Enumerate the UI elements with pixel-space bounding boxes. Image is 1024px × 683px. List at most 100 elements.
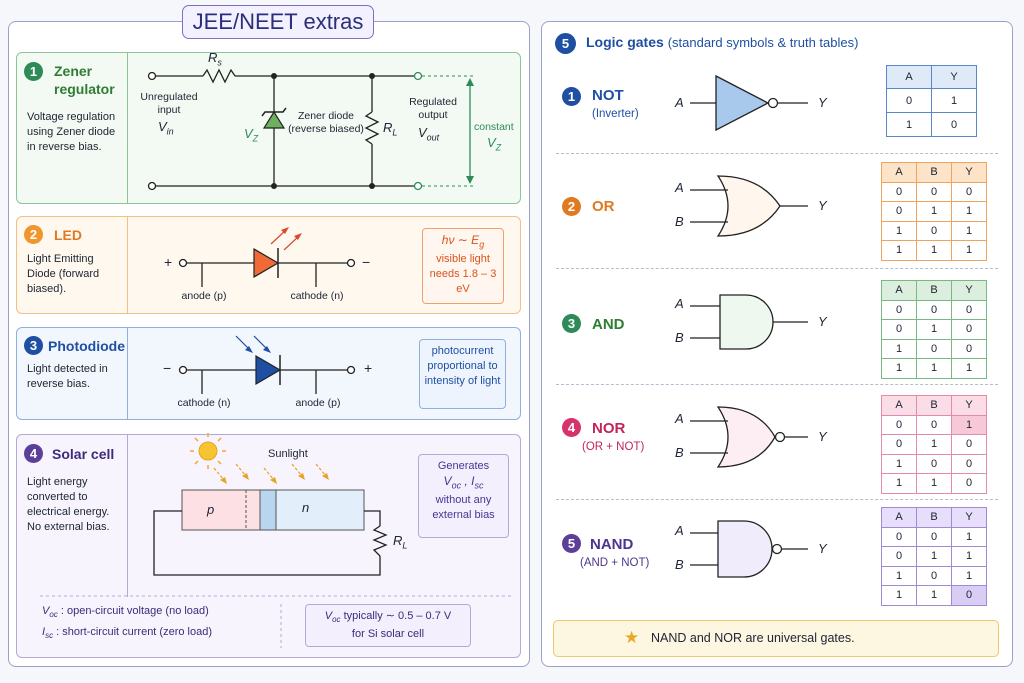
sun-icon	[198, 441, 218, 461]
truth-table-cell: 0	[916, 414, 952, 435]
led-photon-energy-formula: hν ∼ Eg	[441, 233, 485, 250]
separator	[556, 268, 998, 269]
logic-number-badge: 5	[555, 33, 576, 54]
or-input-b: B	[675, 214, 684, 229]
truth-table-header-cell: Y	[951, 507, 987, 528]
page-title: JEE/NEET extras	[182, 5, 374, 39]
sunlight-label: Sunlight	[268, 448, 308, 460]
and-input-b: B	[675, 330, 684, 345]
truth-table-cell: 1	[951, 220, 987, 241]
star-icon: ★	[624, 628, 640, 647]
n-region-label: n	[302, 500, 310, 515]
truth-table-cell: 0	[916, 338, 952, 359]
nor-input-b: B	[675, 445, 684, 460]
truth-table-cell: 0	[951, 181, 987, 202]
or-output-y: Y	[818, 198, 827, 213]
truth-table-cell: 0	[881, 434, 917, 455]
and-gate-symbol	[690, 294, 808, 350]
truth-table-cell: 1	[881, 240, 917, 261]
truth-table-cell: 0	[881, 299, 917, 320]
and-number-badge: 3	[562, 314, 581, 333]
regulated-output-label: Regulated output	[409, 96, 457, 121]
truth-table-cell: 0	[916, 181, 952, 202]
photodiode-note: photocurrent proportional to intensity o…	[419, 339, 506, 409]
constant-vz-label: VZ	[487, 135, 502, 153]
truth-table-header-cell: A	[881, 507, 917, 528]
constant-label: constant	[474, 121, 514, 133]
voc-typical-line2: for Si solar cell	[351, 628, 425, 641]
truth-table-cell: 1	[951, 240, 987, 261]
and-gate-name: AND	[592, 316, 625, 333]
solar-note-voc-isc: Voc , Isc	[443, 474, 484, 491]
nor-output-y: Y	[818, 429, 827, 444]
not-gate-symbol	[690, 74, 808, 132]
solar-note-line3: without any external bias	[432, 494, 495, 522]
led-note-text: visible light needs 1.8 – 3 eV	[429, 253, 497, 296]
truth-table-cell: 1	[931, 88, 977, 113]
nor-input-a: A	[675, 411, 684, 426]
photodiode-plus-terminal: +	[364, 360, 373, 376]
and-output-y: Y	[818, 314, 827, 329]
truth-table-header-cell: A	[881, 280, 917, 301]
truth-table-cell: 1	[916, 319, 952, 340]
truth-table-cell: 0	[881, 319, 917, 340]
truth-table-header-cell: A	[881, 162, 917, 183]
truth-table-header-cell: A	[886, 65, 932, 89]
truth-table-cell: 0	[886, 88, 932, 113]
truth-table-header-cell: B	[916, 162, 952, 183]
nor-number-badge: 4	[562, 418, 581, 437]
solar-heading: Solar cell	[52, 446, 115, 462]
truth-table-cell: 1	[886, 112, 932, 137]
truth-table-cell: 1	[916, 358, 952, 379]
vz-label: VZ	[244, 126, 259, 144]
nor-gate-symbol	[690, 406, 808, 468]
zener-heading: Zener regulator	[54, 63, 115, 97]
truth-table-cell: 0	[916, 565, 952, 586]
led-note: hν ∼ Eg visible light needs 1.8 – 3 eV	[422, 228, 504, 304]
logic-heading: Logic gates (standard symbols & truth ta…	[586, 34, 859, 50]
led-anode-label: anode (p)	[181, 290, 227, 302]
solar-note: Generates Voc , Isc without any external…	[418, 454, 509, 538]
truth-table-cell: 0	[916, 299, 952, 320]
truth-table-cell: 0	[916, 453, 952, 474]
truth-table-cell: 1	[881, 453, 917, 474]
truth-table-header-cell: Y	[931, 65, 977, 89]
truth-table-cell: 1	[951, 526, 987, 547]
truth-table-cell: 1	[951, 546, 987, 567]
photodiode-heading: Photodiode	[48, 338, 125, 354]
truth-table-cell: 0	[881, 201, 917, 222]
vin-label: Vin	[158, 119, 174, 137]
truth-table-cell: 1	[951, 358, 987, 379]
truth-table-cell: 1	[951, 201, 987, 222]
truth-table-cell: 0	[881, 546, 917, 567]
truth-table-cell: 1	[881, 585, 917, 606]
truth-table-cell: 1	[881, 565, 917, 586]
nor-gate-name: NOR	[592, 420, 626, 437]
led-cathode-label: cathode (n)	[290, 290, 344, 302]
or-gate-symbol	[690, 175, 808, 237]
or-input-a: A	[675, 180, 684, 195]
truth-table-cell: 0	[881, 181, 917, 202]
